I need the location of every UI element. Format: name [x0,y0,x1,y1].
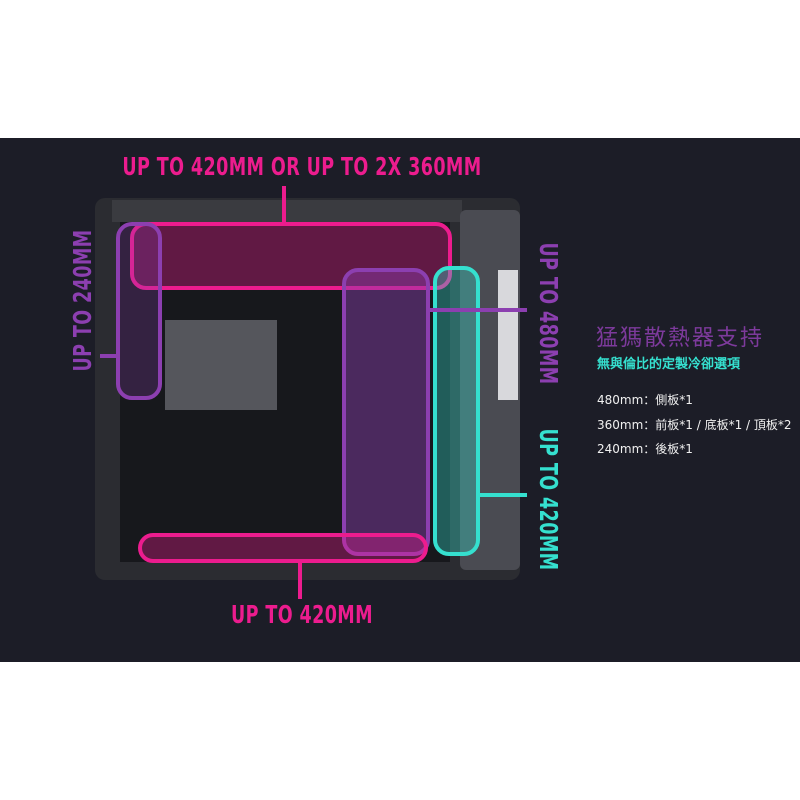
info-subtitle: 無與倫比的定製冷卻選項 [597,357,741,372]
left-connector-line [100,354,116,358]
rear-radiator-zone [116,222,162,400]
spec-line: 360mm：前板*1 / 底板*1 / 頂板*2 [597,418,792,432]
motherboard-tray [165,320,277,410]
top-capacity-label: UP TO 420MM OR UP TO 2X 360MM [122,152,482,181]
right-upper-label-wrap: UP TO 480MM [533,226,563,385]
front-radiator-zone [433,266,480,556]
left-label-wrap: UP TO 240MM [68,229,98,388]
right-lower-label-wrap: UP TO 420MM [533,412,563,571]
spec-line: 240mm：後板*1 [597,442,693,456]
spec-line: 480mm：側板*1 [597,393,693,407]
left-capacity-label: UP TO 240MM [68,229,97,372]
case-top-panel [112,200,462,222]
bottom-capacity-label: UP TO 420MM [230,600,374,629]
right-upper-capacity-label: UP TO 480MM [534,242,563,385]
right-lower-capacity-label: UP TO 420MM [534,428,563,571]
bottom-radiator-zone [138,533,428,563]
right-upper-connector-line [430,308,527,312]
bottom-connector-line [298,563,302,599]
side-radiator-zone [342,268,430,556]
info-title: 猛獁散熱器支持 [596,326,765,351]
top-connector-line [282,186,286,222]
right-lower-connector-line [480,493,527,497]
case-front-accent [498,270,518,400]
top-radiator-zone [130,222,452,290]
